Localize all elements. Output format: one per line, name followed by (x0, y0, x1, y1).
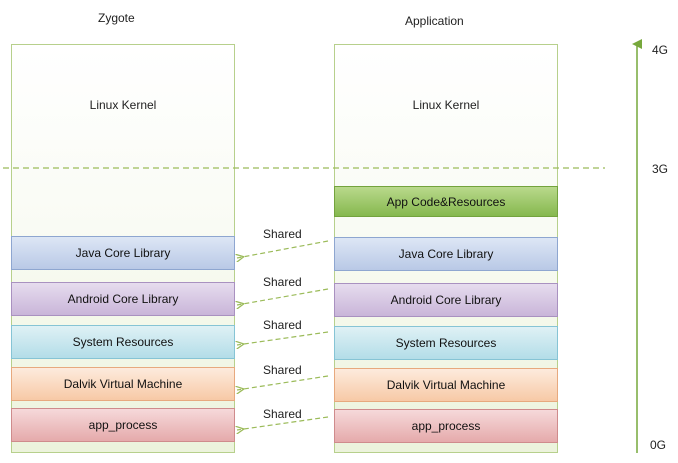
shared-arrow-android (237, 288, 329, 305)
shared-arrow-system (237, 331, 329, 345)
zygote-java-core-library: Java Core Library (11, 236, 235, 270)
shared-arrow-dalvik (237, 375, 329, 390)
application-android-core-library: Android Core Library (334, 283, 558, 317)
axis-label-3g: 3G (652, 162, 669, 176)
app-code-resources: App Code&Resources (334, 186, 558, 217)
shared-label-java: Shared (263, 227, 302, 241)
zygote-app-process: app_process (11, 408, 235, 442)
shared-label-system: Shared (263, 318, 302, 332)
shared-label-android: Shared (263, 275, 302, 289)
application-dalvik-virtual-machine: Dalvik Virtual Machine (334, 368, 558, 402)
axis-label-0g: 0G (650, 438, 667, 452)
shared-label-dalvik: Shared (263, 363, 302, 377)
axis-label-4g: 4G (652, 43, 669, 57)
shared-arrow-java (237, 240, 329, 258)
zygote-dalvik-virtual-machine: Dalvik Virtual Machine (11, 367, 235, 401)
zygote-android-core-library: Android Core Library (11, 282, 235, 316)
shared-arrow-app-process (237, 416, 329, 430)
zygote-title: Zygote (98, 11, 135, 25)
application-title: Application (405, 14, 464, 28)
application-java-core-library: Java Core Library (334, 237, 558, 271)
zygote-linux-kernel: Linux Kernel (89, 98, 157, 112)
application-system-resources: System Resources (334, 326, 558, 360)
application-linux-kernel: Linux Kernel (412, 98, 480, 112)
shared-label-app-process: Shared (263, 407, 302, 421)
zygote-system-resources: System Resources (11, 325, 235, 359)
application-app-process: app_process (334, 409, 558, 443)
